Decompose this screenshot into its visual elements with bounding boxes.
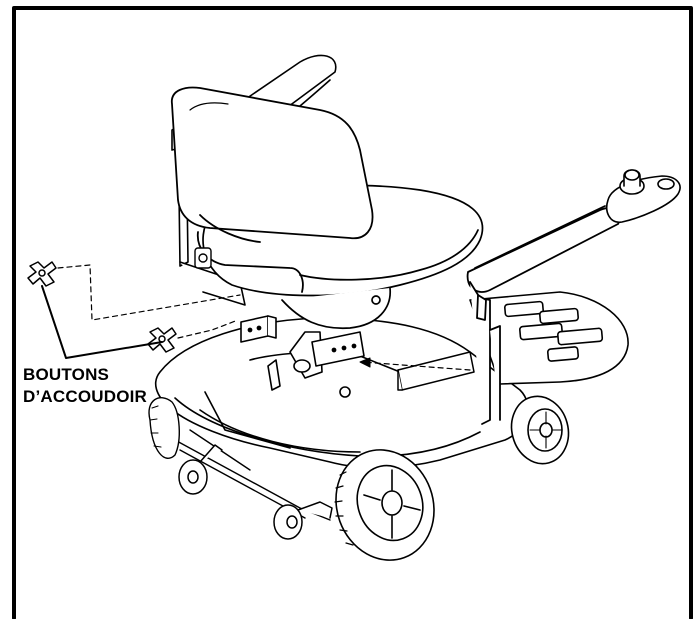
wheel-rear-right <box>510 395 570 465</box>
seat-back-hinge <box>194 247 212 269</box>
insertion-arrowhead <box>359 357 371 368</box>
battery-rail <box>397 351 475 391</box>
armrest-knobs-label-line2: D’ACCOUDOIR <box>23 387 148 406</box>
armrest-knobs-label: BOUTONS D’ACCOUDOIR <box>23 364 147 408</box>
frame-border <box>12 6 693 619</box>
arm-bracket-receiver-right <box>311 331 365 367</box>
wheel-front-right <box>334 449 435 561</box>
assembly-dashed-lines <box>57 264 471 371</box>
seat-back <box>171 86 374 293</box>
armrest-knob-upper <box>27 261 57 287</box>
callout-leader-lines <box>41 285 163 359</box>
joystick-controller <box>606 169 681 223</box>
wheel-rear-left <box>148 397 180 459</box>
armrest-knobs-label-line1: BOUTONS <box>23 365 110 384</box>
armrest-right <box>466 205 622 425</box>
armrest-knob-lower <box>147 327 177 353</box>
anti-tip-caster-left <box>178 444 223 495</box>
anti-tip-caster-right <box>273 501 333 540</box>
arm-bracket-receiver-left <box>240 315 277 343</box>
rear-deck <box>469 291 629 385</box>
